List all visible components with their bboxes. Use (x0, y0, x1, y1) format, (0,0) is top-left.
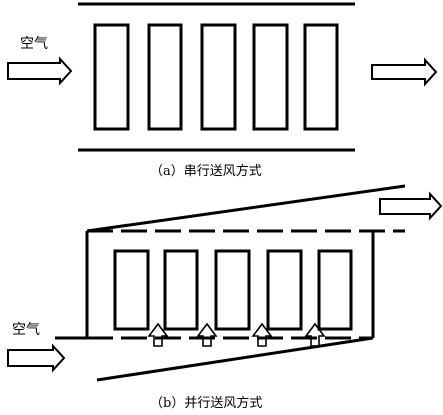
caption-b: （b）并行送风方式 (150, 396, 263, 411)
inlet-arrow (7, 343, 66, 373)
compartment-5 (303, 23, 339, 131)
compartment-1 (93, 23, 130, 131)
compartment-2 (163, 249, 199, 331)
parallel-ventilation-diagram (7, 184, 443, 382)
caption-a: （a）串行送风方式 (150, 164, 262, 179)
upflow-arrow (251, 322, 273, 347)
compartment-3 (214, 249, 251, 331)
compartment-2 (147, 23, 183, 131)
air-label: 空气 (12, 322, 40, 338)
top-slanted-wall (86, 184, 406, 233)
upflow-arrow (147, 322, 169, 347)
outlet-arrow (379, 191, 443, 221)
upflow-arrow (196, 322, 218, 347)
compartment-4 (252, 23, 289, 131)
air-label: 空气 (20, 36, 48, 52)
compartment-5 (317, 249, 353, 331)
outlet-arrow (371, 57, 438, 87)
series-ventilation-diagram (7, 2, 438, 152)
upflow-arrow (304, 322, 326, 347)
upflow-arrows (147, 322, 326, 347)
compartment-1 (113, 249, 150, 331)
inlet-arrow (7, 56, 73, 86)
compartment-3 (200, 23, 237, 131)
bottom-slanted-wall (96, 336, 374, 382)
compartment-4 (266, 249, 303, 331)
